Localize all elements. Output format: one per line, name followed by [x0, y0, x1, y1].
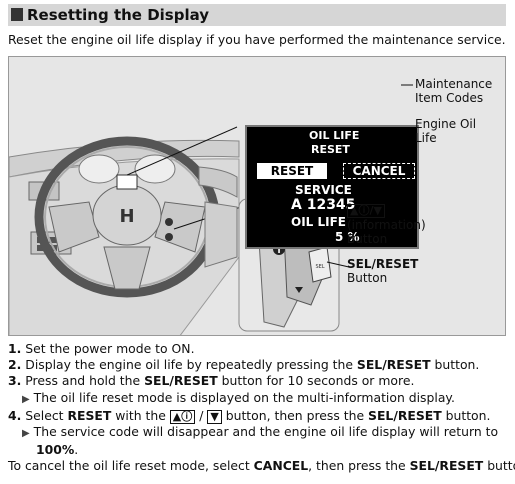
callout-sel-reset-button: SEL/RESET Button: [347, 257, 419, 285]
info-button-symbol: ▲ⓘ/▼: [347, 204, 385, 218]
heading-title: Resetting the Display: [27, 6, 210, 24]
display-reset-title: RESET: [311, 143, 350, 156]
intro-text: Reset the engine oil life display if you…: [8, 32, 506, 47]
display-service-code: A 12345: [291, 197, 356, 213]
callout-engine-oil-life: Engine Oil Life: [415, 117, 477, 145]
svg-text:i: i: [277, 246, 280, 256]
display-service-label: SERVICE: [295, 183, 352, 197]
callout-info-button: ▲ⓘ/▼ (information) Button: [347, 204, 426, 246]
display-oil-life-label: OIL LIFE: [291, 215, 346, 229]
display-oil-life-percent: 5 %: [335, 230, 360, 244]
svg-text:SEL: SEL: [315, 264, 324, 270]
multi-information-display: OIL LIFE RESET RESET CANCEL SERVICE A 12…: [245, 125, 419, 249]
down-button-icon: ▼: [207, 409, 222, 424]
triangle-bullet-icon: ▶: [22, 428, 30, 440]
step-2: 2. Display the engine oil life by repeat…: [8, 357, 480, 373]
callout-maintenance-codes: Maintenance Item Codes: [415, 77, 493, 105]
step-4-result: ▶ The service code will disappear and th…: [22, 424, 499, 440]
svg-text:H: H: [119, 206, 134, 227]
up-info-button-icon: ▲ⓘ: [169, 409, 196, 424]
triangle-bullet-icon: ▶: [22, 393, 30, 405]
step-4: 4. Select RESET with the ▲ⓘ / ▼ button, …: [8, 407, 491, 424]
display-reset-option: RESET: [257, 163, 327, 179]
step-3-result: ▶ The oil life reset mode is displayed o…: [22, 389, 455, 405]
heading-square-icon: [11, 8, 23, 21]
display-cancel-option: CANCEL: [343, 163, 415, 179]
display-oil-life-title: OIL LIFE: [309, 129, 360, 142]
step-1: 1. Set the power mode to ON.: [8, 341, 195, 356]
step-3: 3. Press and hold the SEL/RESET button f…: [8, 373, 415, 389]
instruction-steps: 1. Set the power mode to ON. 2. Display …: [8, 341, 515, 475]
section-heading: Resetting the Display: [8, 4, 506, 26]
dashboard-illustration: H i SEL OIL LIFE RESET RESET: [8, 56, 506, 336]
step-4-result-cont: 100%.: [36, 442, 79, 458]
cancel-note: To cancel the oil life reset mode, selec…: [8, 458, 515, 474]
